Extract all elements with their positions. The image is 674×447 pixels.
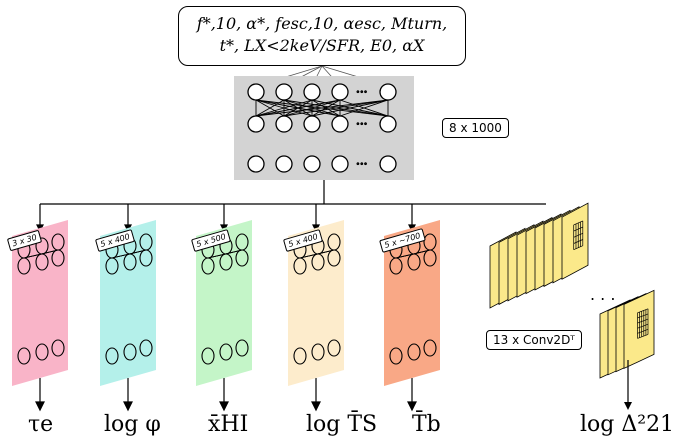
input-parameters-box: f*,10, α*, fesc,10, αesc, Mturn, t*, LX<… xyxy=(178,6,466,66)
main-node xyxy=(247,115,265,133)
main-edge xyxy=(255,99,285,117)
output-label-log-phi: log φ xyxy=(104,412,161,437)
branch-panel xyxy=(12,220,68,386)
output-label-tau: τe xyxy=(28,412,54,437)
main-node xyxy=(379,115,397,133)
main-edge xyxy=(255,99,313,117)
main-edge xyxy=(311,99,341,117)
main-node xyxy=(275,115,293,133)
main-node xyxy=(275,155,293,173)
main-edge xyxy=(311,99,389,117)
main-edge xyxy=(255,99,389,117)
main-node xyxy=(331,83,349,101)
main-node xyxy=(303,83,321,101)
output-label-log-ts: log T̄S xyxy=(306,412,378,437)
main-edge xyxy=(283,99,341,117)
output-label-log-delta: log Δ²21 xyxy=(580,412,674,437)
main-node xyxy=(331,115,349,133)
conv-stack xyxy=(599,289,655,379)
branch-panel xyxy=(384,220,440,386)
main-network-size-tag: 8 x 1000 xyxy=(442,118,509,138)
svg-text:. . .: . . . xyxy=(590,285,615,304)
distribution-lines xyxy=(40,180,546,205)
conv-stack xyxy=(489,202,589,309)
main-node xyxy=(247,155,265,173)
main-edge xyxy=(339,99,389,117)
params-line1: f*,10, α*, fesc,10, αesc, Mturn, xyxy=(196,14,448,33)
main-node xyxy=(275,83,293,101)
ellipsis: ··· xyxy=(356,117,367,131)
main-edge xyxy=(255,99,341,117)
params-line2: t*, LX<2keV/SFR, E0, αX xyxy=(219,36,425,55)
main-node xyxy=(303,155,321,173)
ellipsis: ··· xyxy=(356,85,367,99)
main-node xyxy=(303,115,321,133)
conv-layers-tag: 13 x Conv2Dᵀ xyxy=(486,330,582,350)
main-node xyxy=(331,155,349,173)
branch-panel xyxy=(196,220,252,386)
main-node xyxy=(379,83,397,101)
main-node xyxy=(379,155,397,173)
main-network-edges xyxy=(255,99,389,117)
output-label-xhi: x̄HI xyxy=(208,412,249,437)
branch-panel xyxy=(100,220,156,386)
main-node xyxy=(247,83,265,101)
branch-arrows xyxy=(35,204,417,412)
main-edge xyxy=(283,99,389,117)
output-label-tb: T̄b xyxy=(412,412,441,437)
ellipsis: ··· xyxy=(356,157,367,171)
